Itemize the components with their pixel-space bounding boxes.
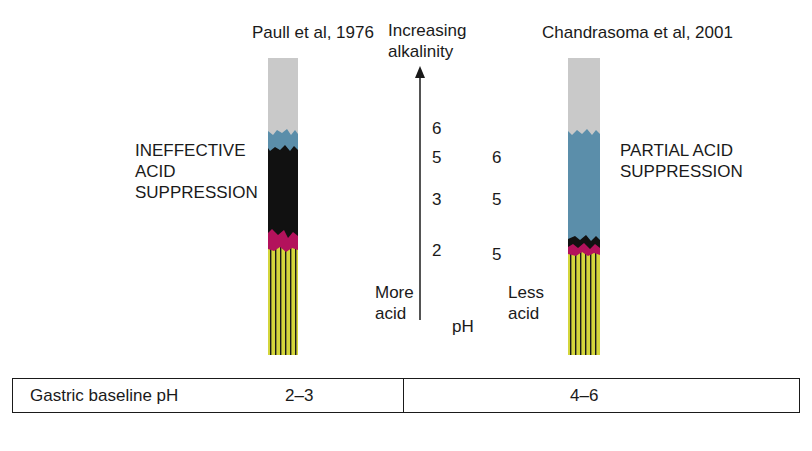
acid-label: Less acid xyxy=(508,282,550,324)
ph-value: 5 xyxy=(492,189,512,210)
axis-label: pH xyxy=(452,316,482,337)
condition-label: INEFFECTIVE ACID SUPPRESSION xyxy=(135,140,260,203)
esophagus-column-right xyxy=(568,58,600,355)
ph-value: 6 xyxy=(492,147,512,168)
acid-label: More acid xyxy=(375,282,417,324)
axis-title: Increasing alkalinity xyxy=(388,20,488,62)
ph-value: 6 xyxy=(432,118,452,139)
ph-value: 5 xyxy=(492,244,512,265)
ph-arrow xyxy=(415,66,425,320)
ph-value: 5 xyxy=(432,147,452,168)
citation: Chandrasoma et al, 2001 xyxy=(542,22,772,43)
table-cell: 4–6 xyxy=(570,385,630,406)
table-cell: 2–3 xyxy=(285,385,345,406)
condition-label: PARTIAL ACID SUPPRESSION xyxy=(620,140,750,182)
baseline-table xyxy=(13,379,800,413)
ph-value: 2 xyxy=(432,240,452,261)
table-cell: Gastric baseline pH xyxy=(30,385,270,406)
esophagus-column-left xyxy=(268,58,298,355)
ph-value: 3 xyxy=(432,189,452,210)
